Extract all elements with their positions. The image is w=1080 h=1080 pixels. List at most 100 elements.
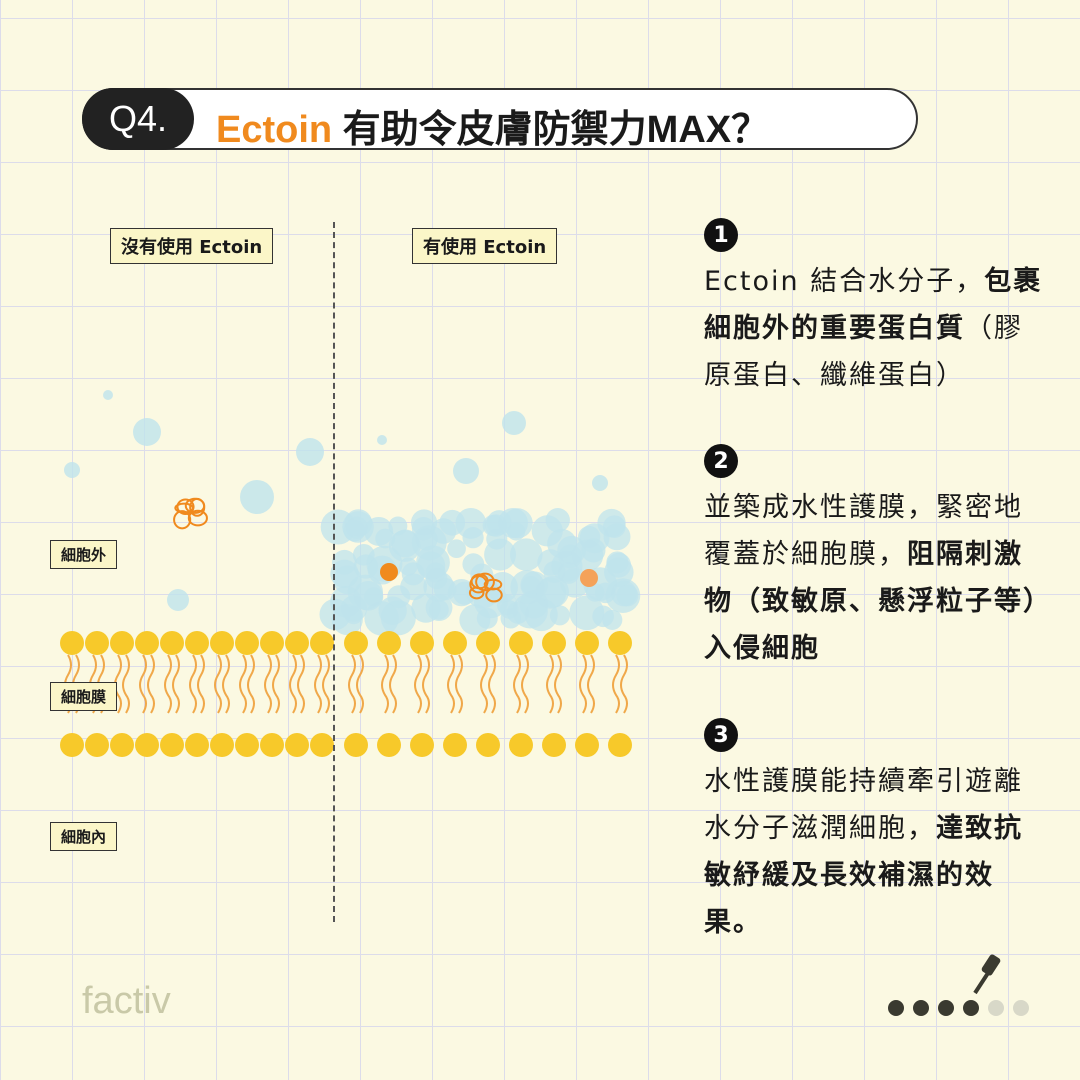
lipid-head <box>443 631 467 655</box>
lipid-head <box>476 631 500 655</box>
lipid-head <box>185 733 209 757</box>
lipid-tail <box>222 654 230 714</box>
lipid-tail <box>579 654 587 714</box>
water-film-molecule <box>512 593 548 629</box>
lipid-tail <box>322 654 330 714</box>
protein-strand <box>176 498 195 516</box>
lipid-tail <box>297 654 305 714</box>
pen-icon-cap <box>981 954 1001 976</box>
label-with-ectoin: 有使用 Ectoin <box>412 228 558 264</box>
lipid-head <box>260 733 284 757</box>
lipid-tail <box>546 654 554 714</box>
water-film-molecule <box>391 529 420 558</box>
lipid-tail <box>172 654 180 714</box>
water-film-molecule <box>502 508 533 539</box>
lipid-tail <box>488 654 496 714</box>
page-dot <box>888 1000 904 1016</box>
water-film-molecule <box>545 508 570 533</box>
lipid-head <box>235 733 259 757</box>
page-dot <box>963 1000 979 1016</box>
lipid-tail <box>455 654 463 714</box>
lipid-head <box>285 631 309 655</box>
water-molecule <box>240 480 274 514</box>
lipid-tail <box>289 654 297 714</box>
lipid-tail <box>214 654 222 714</box>
lipid-head <box>260 631 284 655</box>
lipid-tail <box>122 654 130 714</box>
lipid-head <box>160 631 184 655</box>
water-film-molecule <box>547 528 577 559</box>
water-film-molecule <box>592 605 614 628</box>
lipid-tail <box>147 654 155 714</box>
lipid-tail <box>480 654 488 714</box>
lipid-head <box>135 733 159 757</box>
title-banner: Q4. Ectoin 有助令皮膚防禦力MAX？ <box>82 88 918 151</box>
lipid-tail <box>356 654 364 714</box>
lipid-head <box>608 733 632 757</box>
protein-strand <box>475 572 495 592</box>
water-molecule <box>103 390 113 400</box>
lipid-tail <box>139 654 147 714</box>
lipid-tail <box>189 654 197 714</box>
lipid-head <box>377 733 401 757</box>
lipid-tail <box>247 654 255 714</box>
water-molecule <box>592 475 608 491</box>
water-film-molecule <box>428 599 449 620</box>
lipid-tail <box>554 654 562 714</box>
water-film-molecule <box>416 545 450 580</box>
lipid-head <box>210 733 234 757</box>
lipid-head <box>476 733 500 757</box>
lipid-tail <box>348 654 356 714</box>
lipid-tail <box>264 654 272 714</box>
water-molecule <box>133 418 161 446</box>
lipid-head <box>110 733 134 757</box>
lipid-head <box>542 631 566 655</box>
water-film-molecule <box>521 575 541 596</box>
water-film-molecule <box>447 539 466 559</box>
lipid-head <box>410 733 434 757</box>
lipid-head <box>110 631 134 655</box>
page-dot <box>988 1000 1004 1016</box>
lipid-tail <box>314 654 322 714</box>
page-title: Ectoin 有助令皮膚防禦力MAX？ <box>216 109 770 151</box>
lipid-head <box>285 733 309 757</box>
lipid-head <box>85 733 109 757</box>
lipid-head <box>310 631 334 655</box>
lipid-tail <box>389 654 397 714</box>
lipid-head <box>160 733 184 757</box>
lipid-head <box>608 631 632 655</box>
lipid-tail <box>381 654 389 714</box>
lipid-head <box>210 631 234 655</box>
divider-line <box>333 222 335 922</box>
water-molecule <box>502 411 526 435</box>
lipid-head <box>60 733 84 757</box>
lipid-tail <box>513 654 521 714</box>
protein-strand <box>184 497 206 514</box>
step-3-badge: 3 <box>704 718 738 752</box>
step-2-badge: 2 <box>704 444 738 478</box>
lipid-tail <box>620 654 628 714</box>
water-molecule <box>377 435 387 445</box>
lipid-tail <box>414 654 422 714</box>
lipid-tail <box>422 654 430 714</box>
irritant-particle <box>380 563 398 581</box>
lipid-head <box>509 631 533 655</box>
lipid-head <box>377 631 401 655</box>
water-film-molecule <box>571 539 604 572</box>
lipid-head <box>185 631 209 655</box>
step-3-text: 水性護膜能持續牽引遊離水分子滋潤細胞，達致抗敏紓緩及長效補濕的效果。 <box>704 766 1023 938</box>
water-film-molecule <box>510 538 543 571</box>
lipid-tail <box>164 654 172 714</box>
lipid-tail <box>197 654 205 714</box>
water-film-molecule <box>330 559 359 588</box>
lipid-head <box>344 733 368 757</box>
water-film-molecule <box>476 607 498 629</box>
lipid-head <box>310 733 334 757</box>
water-molecule <box>167 589 189 611</box>
label-cell-membrane: 細胞膜 <box>50 682 118 711</box>
lipid-head <box>60 631 84 655</box>
water-film-molecule <box>585 583 605 602</box>
